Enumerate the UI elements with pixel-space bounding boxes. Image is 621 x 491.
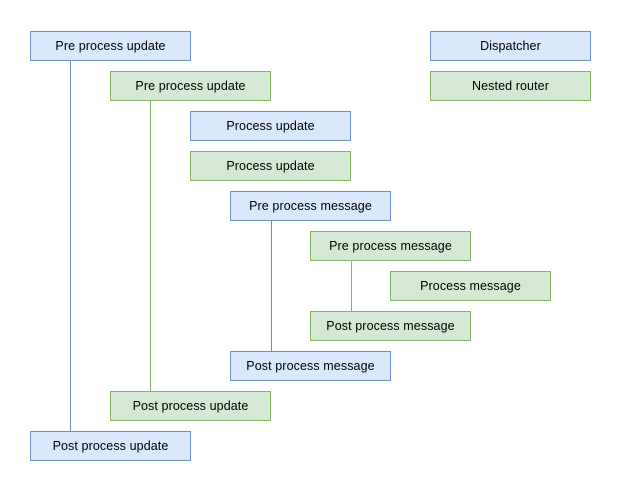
node-post-process-update-dispatcher[interactable]: Post process update bbox=[30, 431, 191, 461]
node-label: Process message bbox=[420, 278, 521, 293]
node-label: Post process update bbox=[52, 438, 169, 453]
node-label: Pre process update bbox=[55, 38, 166, 53]
node-pre-process-update-nested[interactable]: Pre process update bbox=[110, 71, 271, 101]
legend-item-dispatcher[interactable]: Dispatcher bbox=[430, 31, 591, 61]
edge-pre-post-process-message-dispatcher bbox=[271, 220, 272, 351]
legend-label: Nested router bbox=[471, 78, 550, 93]
node-pre-process-message-nested[interactable]: Pre process message bbox=[310, 231, 471, 261]
legend-item-nested-router[interactable]: Nested router bbox=[430, 71, 591, 101]
node-process-update-dispatcher[interactable]: Process update bbox=[190, 111, 351, 141]
edge-pre-post-process-update-nested bbox=[150, 100, 151, 391]
node-label: Pre process message bbox=[329, 238, 452, 253]
node-post-process-update-nested[interactable]: Post process update bbox=[110, 391, 271, 421]
edge-pre-post-process-message-nested bbox=[351, 260, 352, 311]
legend-label: Dispatcher bbox=[480, 38, 541, 53]
node-post-process-message-dispatcher[interactable]: Post process message bbox=[230, 351, 391, 381]
node-process-message-nested[interactable]: Process message bbox=[390, 271, 551, 301]
node-label: Pre process message bbox=[249, 198, 372, 213]
node-pre-process-message-dispatcher[interactable]: Pre process message bbox=[230, 191, 391, 221]
node-label: Process update bbox=[226, 118, 315, 133]
edge-pre-post-process-update-dispatcher bbox=[70, 60, 71, 431]
node-label: Process update bbox=[226, 158, 315, 173]
node-post-process-message-nested[interactable]: Post process message bbox=[310, 311, 471, 341]
node-label: Post process message bbox=[246, 358, 375, 373]
node-pre-process-update-dispatcher[interactable]: Pre process update bbox=[30, 31, 191, 61]
node-process-update-nested[interactable]: Process update bbox=[190, 151, 351, 181]
node-label: Pre process update bbox=[135, 78, 246, 93]
node-label: Post process update bbox=[132, 398, 249, 413]
node-label: Post process message bbox=[326, 318, 455, 333]
